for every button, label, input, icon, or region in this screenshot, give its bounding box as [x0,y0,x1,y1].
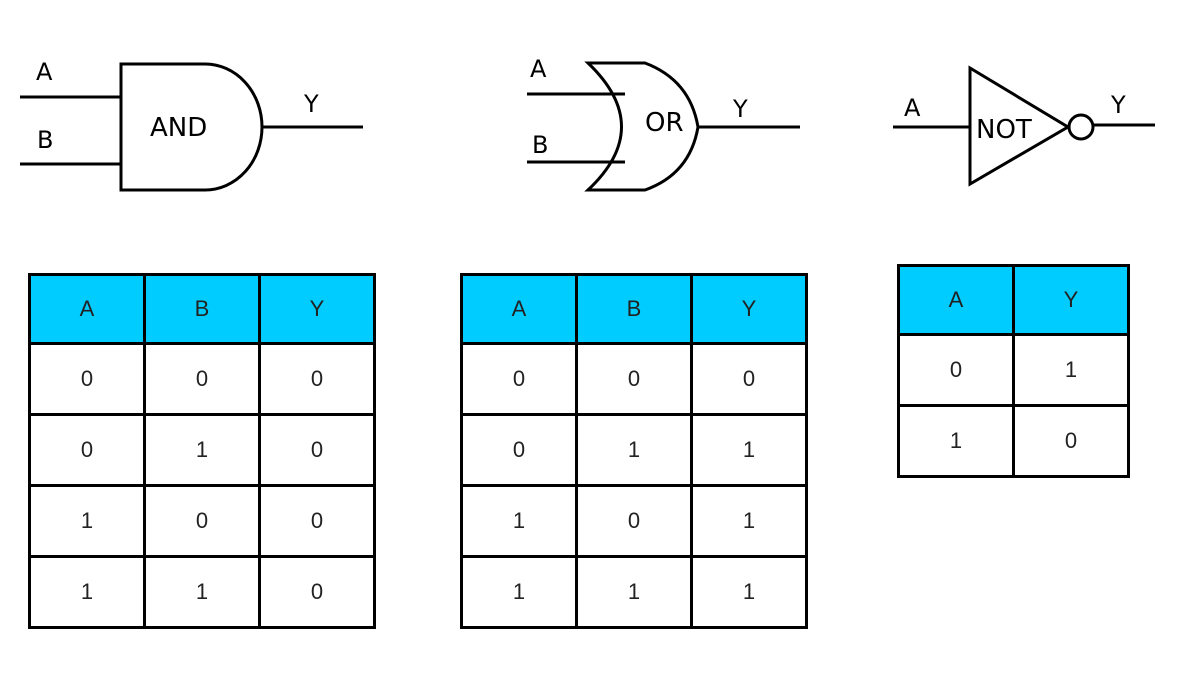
or-gate: A B OR Y [527,55,800,192]
not-input-label: A [904,94,921,122]
header-cell-b: B [143,273,261,345]
and-input-a-label: A [36,58,53,86]
table-cell: 0 [460,413,578,487]
table-cell: 1 [143,413,261,487]
table-row: 0 1 0 [28,413,376,487]
table-cell: 1 [690,484,808,558]
header-cell-b: B [575,273,693,345]
and-gate: A B AND Y [20,58,363,192]
table-header-row: A Y [897,264,1130,336]
table-cell: 1 [1012,333,1130,407]
table-cell: 0 [143,342,261,416]
table-cell: 0 [575,342,693,416]
header-cell-y: Y [1012,264,1130,336]
table-cell: 0 [143,484,261,558]
table-cell: 1 [897,404,1015,478]
logic-gates-diagram: A B AND Y A B OR Y A NOT Y [20,55,1155,192]
table-row: 1 0 1 [460,484,808,558]
table-cell: 0 [460,342,578,416]
or-gate-label: OR [645,108,684,138]
not-gate: A NOT Y [893,65,1155,187]
table-row: 0 0 0 [460,342,808,416]
table-cell: 0 [258,413,376,487]
not-gate-body [968,65,1071,187]
not-bubble [1067,113,1095,141]
table-row: 1 1 1 [460,555,808,629]
or-truth-table: A B Y 0 0 0 0 1 1 1 0 1 1 1 1 [460,273,808,629]
table-cell: 0 [258,555,376,629]
table-cell: 1 [575,555,693,629]
table-row: 0 1 1 [460,413,808,487]
or-input-a-label: A [530,55,547,83]
or-output-label: Y [732,95,748,123]
header-cell-a: A [460,273,578,345]
table-row: 1 1 0 [28,555,376,629]
table-cell: 1 [575,413,693,487]
header-cell-a: A [897,264,1015,336]
table-cell: 1 [28,555,146,629]
table-cell: 1 [460,484,578,558]
table-row: 0 0 0 [28,342,376,416]
header-cell-y: Y [690,273,808,345]
or-gate-body [584,61,700,192]
not-output-label: Y [1110,91,1126,119]
table-row: 1 0 [897,404,1130,478]
table-cell: 0 [690,342,808,416]
table-cell: 0 [575,484,693,558]
table-header-row: A B Y [460,273,808,345]
and-gate-label: AND [150,113,207,143]
table-row: 0 1 [897,333,1130,407]
table-cell: 0 [897,333,1015,407]
not-truth-table: A Y 0 1 1 0 [897,264,1130,478]
table-cell: 0 [258,342,376,416]
table-cell: 0 [1012,404,1130,478]
table-cell: 1 [460,555,578,629]
header-cell-y: Y [258,273,376,345]
header-cell-a: A [28,273,146,345]
and-input-b-label: B [37,126,53,154]
table-row: 1 0 0 [28,484,376,558]
table-cell: 1 [143,555,261,629]
and-gate-body [119,62,264,192]
not-gate-label: NOT [976,115,1032,145]
table-cell: 1 [690,413,808,487]
table-cell: 0 [28,342,146,416]
or-input-b-label: B [532,131,548,159]
table-cell: 1 [690,555,808,629]
table-cell: 0 [258,484,376,558]
table-cell: 0 [28,413,146,487]
table-cell: 1 [28,484,146,558]
table-header-row: A B Y [28,273,376,345]
and-truth-table: A B Y 0 0 0 0 1 0 1 0 0 1 1 0 [28,273,376,629]
and-output-label: Y [303,90,319,118]
